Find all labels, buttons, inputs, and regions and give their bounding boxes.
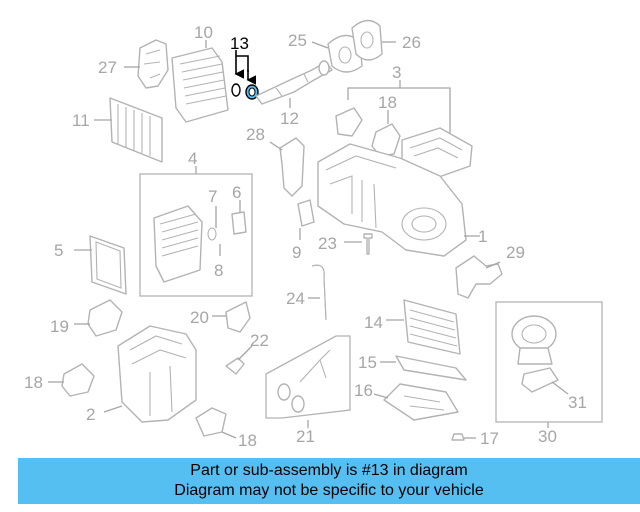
part-21-bracket	[212, 301, 251, 333]
callout-9: 9	[292, 243, 301, 262]
part-27-gasket	[351, 19, 396, 61]
part-18-actuator-left	[48, 363, 95, 397]
part-29-bracket	[269, 137, 305, 197]
part-26-gasket	[311, 34, 363, 73]
callout-18-left: 18	[24, 373, 43, 392]
callout-24: 23	[318, 234, 337, 253]
callout-26: 25	[288, 31, 307, 50]
callout-27: 26	[402, 33, 421, 52]
part-28-bracket	[124, 39, 169, 89]
callout-22: 21	[296, 427, 315, 446]
part-9-grommet	[297, 199, 315, 240]
part-24-bolt	[344, 233, 373, 255]
part-19-module	[195, 407, 237, 439]
callout-28: 27	[98, 58, 117, 77]
part-25-drain	[308, 264, 327, 321]
callout-18-top: 18	[378, 93, 397, 112]
callout-31: 30	[538, 427, 557, 446]
part-3-leader	[347, 80, 451, 140]
part-22-group	[265, 335, 351, 428]
callout-12: 12	[280, 109, 299, 128]
part-14-panel	[386, 299, 461, 355]
part-12-ac-line	[255, 60, 333, 108]
callout-17: 17	[480, 429, 499, 448]
parts-diagram: 10 27 11 13 25 26 12	[24, 19, 603, 450]
callout-23: 22	[250, 331, 269, 350]
callout-10: 10	[194, 23, 213, 42]
callout-20: 19	[50, 317, 69, 336]
callout-29: 28	[246, 125, 265, 144]
callout-13: 13	[230, 34, 249, 53]
callout-30: 29	[506, 243, 525, 262]
part-17-clip	[451, 433, 476, 441]
callout-15: 15	[358, 353, 377, 372]
part-16-tray	[373, 383, 459, 421]
part-11-evaporator	[94, 97, 163, 163]
part-13-o-rings	[231, 50, 259, 100]
callout-4: 4	[188, 149, 197, 168]
part-31-group	[495, 301, 603, 428]
callout-8: 8	[214, 261, 223, 280]
part-20-actuator	[74, 299, 123, 337]
part-10-filter	[171, 40, 229, 123]
callout-6: 6	[232, 183, 241, 202]
part-4-group	[139, 166, 253, 297]
callout-1: 1	[478, 227, 487, 246]
callout-11: 11	[72, 111, 90, 130]
part-30-duct	[455, 255, 503, 299]
callout-16: 16	[354, 381, 373, 400]
part-5-frame	[74, 235, 127, 295]
info-banner: Part or sub-assembly is #13 in diagram D…	[18, 458, 640, 504]
part-15-strip	[380, 355, 467, 381]
callout-19: 18	[238, 431, 257, 450]
part-1-hvac-case	[317, 143, 480, 257]
banner-line-2: Diagram may not be specific to your vehi…	[174, 482, 484, 499]
callout-14: 14	[364, 313, 383, 332]
part-23-sensor	[225, 345, 253, 375]
callout-7: 7	[208, 187, 217, 206]
callout-25: 24	[286, 289, 305, 308]
part-18-actuator-top	[371, 110, 401, 157]
callout-3: 3	[392, 63, 401, 82]
banner-line-1: Part or sub-assembly is #13 in diagram	[190, 462, 468, 479]
callout-32: 31	[568, 393, 587, 412]
part-2-lower-case	[103, 325, 197, 423]
callout-2: 2	[86, 405, 95, 424]
callout-5: 5	[54, 241, 63, 260]
part-3-actuator	[335, 107, 363, 137]
callout-21: 20	[190, 308, 209, 327]
